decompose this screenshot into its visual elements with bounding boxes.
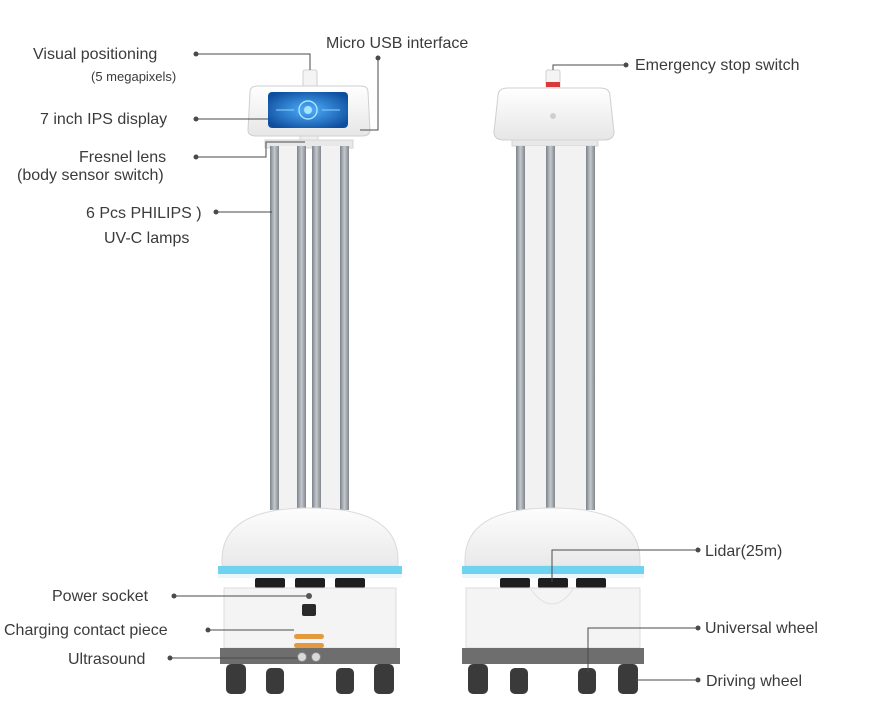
robot-front-view (218, 69, 402, 694)
light-strip-front (218, 566, 402, 574)
lidar-slots-front (255, 578, 365, 588)
label-ips-display: 7 inch IPS display (40, 111, 168, 128)
uv-c-lamps-back (516, 146, 595, 510)
base-front (220, 648, 400, 664)
lower-body-back (465, 587, 641, 649)
dome-front (221, 507, 399, 567)
ips-display-screen (268, 92, 348, 128)
leader-universal-wheel (587, 627, 698, 672)
leader-lidar (551, 549, 698, 582)
label-ultrasound: Ultrasound (68, 651, 146, 668)
power-socket (306, 593, 312, 599)
leader-lines (170, 53, 698, 681)
lidar-slots-back (500, 578, 606, 588)
leader-fresnel-lens (196, 141, 305, 158)
leader-micro-usb (360, 58, 379, 131)
wheels-back (468, 664, 638, 694)
label-lidar: Lidar(25m) (705, 543, 783, 560)
uv-c-lamps-front (270, 146, 349, 510)
dome-back (464, 507, 641, 567)
robot-back-view (462, 69, 644, 694)
base-back (462, 648, 644, 664)
label-body-sensor: (body sensor switch) (17, 167, 164, 184)
charging-contact (294, 634, 324, 639)
label-fresnel-lens: Fresnel lens (79, 149, 167, 166)
leader-dots (167, 51, 701, 683)
label-driving-wheel: Driving wheel (706, 673, 803, 690)
wheels-front (226, 664, 394, 694)
label-charging-contact: Charging contact piece (4, 622, 168, 639)
label-power-socket: Power socket (52, 588, 149, 605)
ultrasound-sensor (297, 652, 307, 662)
label-uvc-lamps: UV-C lamps (104, 230, 190, 247)
light-strip-back (462, 566, 644, 574)
label-universal-wheel: Universal wheel (705, 620, 818, 637)
leader-visual-positioning (196, 53, 311, 70)
label-emergency-stop: Emergency stop switch (635, 57, 800, 74)
label-megapixels: (5 megapixels) (91, 69, 177, 84)
leader-emergency-stop (552, 64, 626, 70)
label-philips-lamps: 6 Pcs PHILIPS ) (86, 205, 202, 222)
label-visual-positioning: Visual positioning (33, 46, 158, 63)
label-micro-usb: Micro USB interface (326, 35, 469, 52)
